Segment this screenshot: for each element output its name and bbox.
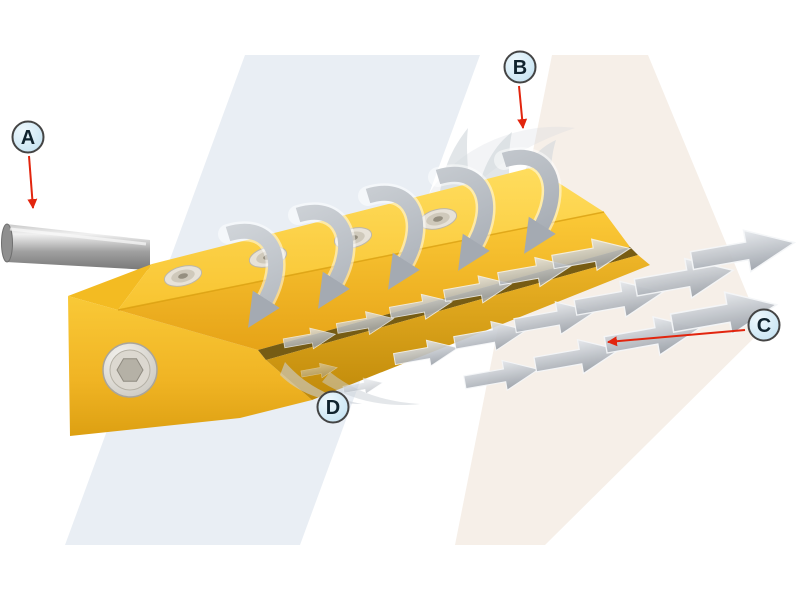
callout-labels: A B C D — [11, 50, 781, 424]
curved-arrow — [494, 147, 562, 254]
curved-flow-arrows — [218, 147, 562, 328]
top-screw — [163, 265, 203, 287]
pointer-arrows — [27, 85, 746, 347]
curved-arrow — [428, 164, 496, 271]
label-a-letter: A — [21, 127, 35, 149]
body-left-bevel — [68, 264, 152, 310]
front-hex-screw — [102, 342, 158, 398]
air-inlet-tube — [1, 223, 150, 270]
body-upper-jaw — [118, 212, 630, 350]
label-c: C — [747, 308, 781, 342]
curved-arrow — [288, 202, 356, 309]
label-b: B — [503, 50, 537, 84]
body-left-block — [68, 296, 312, 436]
label-b-letter: B — [513, 57, 527, 79]
nozzle-spray — [280, 360, 420, 406]
label-d-letter: D — [326, 397, 340, 419]
pointer-arrow-c — [607, 329, 746, 347]
label-a: A — [11, 120, 45, 154]
curved-arrow — [218, 221, 286, 328]
pointer-arrow-a — [27, 155, 38, 209]
curved-arrow — [358, 183, 426, 290]
body-lower-jaw — [266, 255, 650, 400]
top-screw — [418, 208, 458, 230]
pointer-arrow-b — [517, 85, 528, 129]
label-c-letter: C — [757, 315, 771, 337]
label-d: D — [316, 390, 350, 424]
